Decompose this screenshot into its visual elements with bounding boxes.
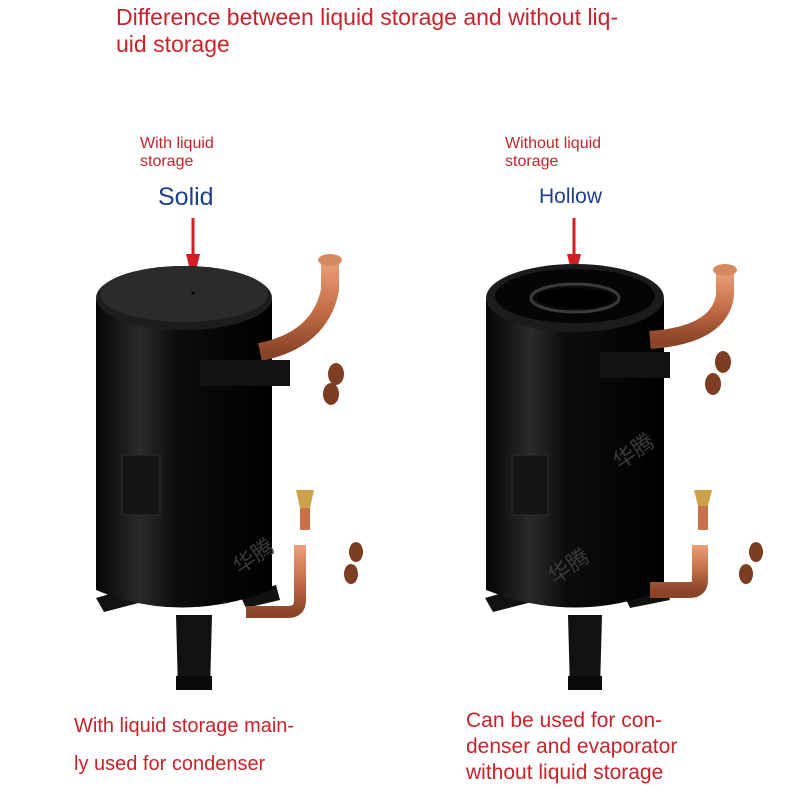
left-label-line-2: storage [140, 153, 194, 170]
left-caption-line-2: ly used for condenser [74, 753, 266, 775]
left-label: With liquid storage [140, 135, 214, 171]
left-tank [96, 254, 363, 690]
solid-label: Solid [158, 183, 214, 211]
right-label: Without liquid storage [505, 135, 601, 171]
right-caption-line-1: Can be used for con- [466, 709, 663, 732]
right-label-line-1: Without liquid [505, 135, 602, 152]
left-caption-line-1: With liquid storage main- [74, 715, 295, 737]
right-tank [485, 264, 763, 690]
right-label-line-2: storage [505, 153, 559, 170]
page-title: Difference between liquid storage and wi… [116, 4, 716, 58]
left-caption: With liquid storage main- ly used for co… [74, 707, 374, 783]
right-caption: Can be used for con- denser and evaporat… [466, 708, 766, 786]
left-label-line-1: With liquid [140, 135, 214, 152]
right-caption-line-3: without liquid storage [466, 761, 664, 784]
right-caption-line-2: denser and evaporator [466, 735, 678, 758]
hollow-label: Hollow [539, 185, 603, 208]
title-line-1: Difference between liquid storage and wi… [116, 4, 619, 30]
title-line-2: uid storage [116, 31, 230, 57]
